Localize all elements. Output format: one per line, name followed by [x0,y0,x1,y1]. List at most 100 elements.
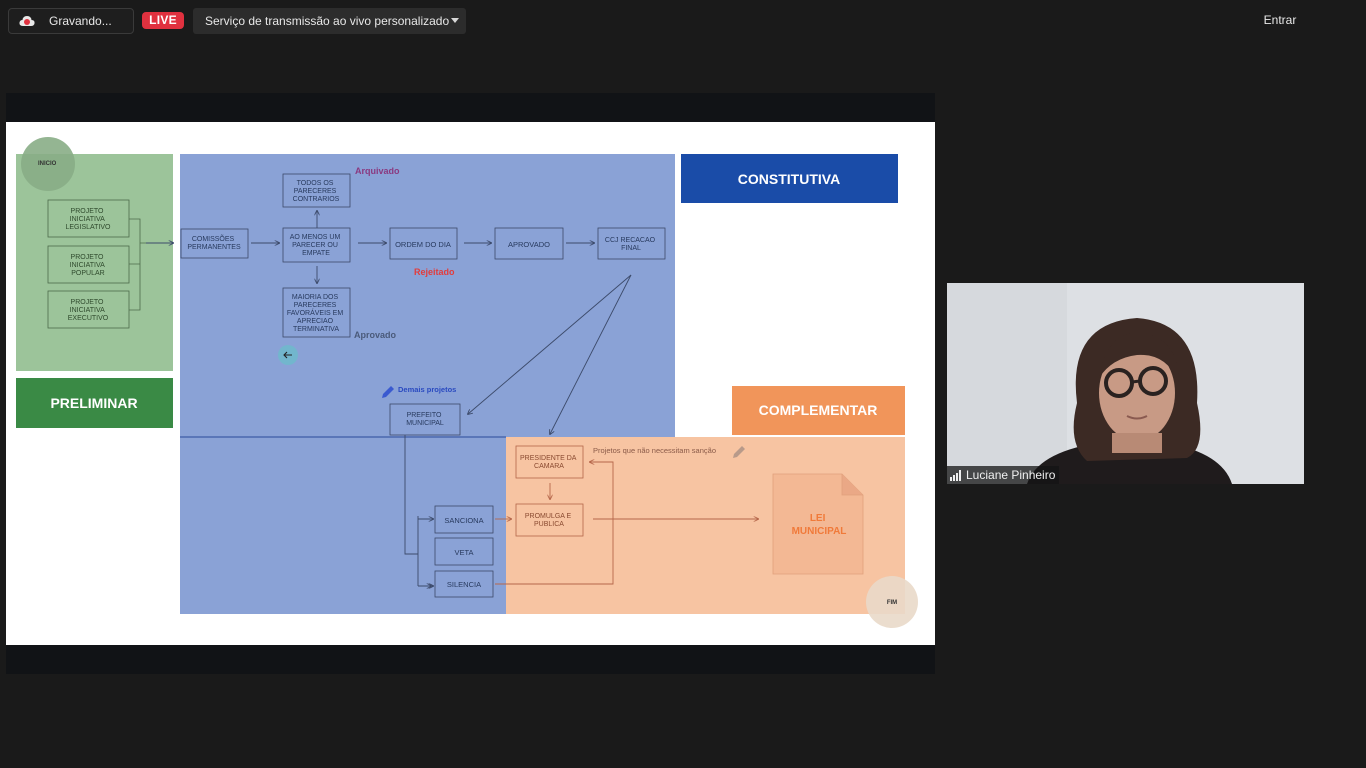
projeto-popular-l1: PROJETO [71,254,104,261]
complementar-title-box [732,386,905,435]
ao-menos-l3: EMPATE [302,250,330,257]
svg-text:AO MENOS UM PARECER OU: AO MENOS UM PARECER OU EMPATE [290,234,343,257]
silencia-label: SILENCIA [447,580,481,589]
svg-text:PROMULGA E PUBLICA: PROMULGA E PUBLICA [525,513,573,528]
comissoes-l1: COMISSÕES [192,234,235,243]
cursor-arrow-icon [283,351,292,359]
lei-municipal-l1: LEI [810,513,826,524]
constitutiva-title: CONSTITUTIVA [738,171,840,187]
promulga-box [515,503,584,537]
sanciona-box [434,505,494,534]
presidente-l2: CAMARA [534,463,564,470]
comissoes-l2: PERMANENTES [187,244,241,251]
pencil-icon [382,386,394,398]
recording-label: Gravando... [49,14,112,28]
fim-circle [866,576,918,628]
fim-label: FIM [887,600,897,606]
stream-service-label: Serviço de transmissão ao vivo personali… [205,14,450,28]
maioria-l3: FAVORÁVEIS EM [287,308,343,317]
preliminar-title: PRELIMINAR [50,395,137,411]
ccj-box [597,227,666,260]
participant-name: Luciane Pinheiro [966,468,1056,482]
ao-menos-l2: PARECER OU [292,242,338,249]
maioria-l4: APRECIAO [297,318,334,325]
maioria-l5: TERMINATIVA [293,326,339,333]
svg-text:PREFEITO MUNICIPAL: PREFEITO MUNICIPAL [406,412,444,427]
maioria-l2: PARECERES [294,302,337,309]
presidente-box [515,445,584,479]
enter-button[interactable]: Entrar [1263,13,1297,27]
preliminar-title-box [16,378,173,428]
svg-text:PRESIDENTE DA CAMARA: PRESIDENTE DA CAMARA [520,455,578,470]
projeto-legislativo-l1: PROJETO [71,208,104,215]
prefeito-l2: MUNICIPAL [406,420,444,427]
ordem-do-dia-label: ORDEM DO DIA [395,240,451,249]
projeto-executivo-l2: INICIATIVA [70,307,105,314]
projeto-popular-l2: INICIATIVA [70,262,105,269]
orange-arrows [495,462,758,585]
svg-text:TODOS OS PARECERES: TODOS OS PARECERES CONTRARIOS [293,180,340,203]
comissoes-box [180,228,249,259]
ccj-l2: FINAL [621,245,641,252]
signal-strength-icon [950,469,961,481]
svg-text:PROJETO INICIATIVA: PROJETO INICIATIVA EXECUTIVO [68,299,109,322]
promulga-l2: PUBLICA [534,521,564,528]
complementar-title: COMPLEMENTAR [759,402,878,418]
maioria-box [282,287,351,338]
constitutiva-title-box [681,154,898,203]
chevron-down-icon [451,18,459,23]
constitutiva-lower-panel [180,437,506,614]
demais-projetos-label: Demais projetos [398,385,456,394]
svg-text:COMISSÕES PERMANENTES: COMISSÕES PERMANENTES [187,234,241,251]
aprovado-box-label: APROVADO [508,240,550,249]
lei-municipal-l2: MUNICIPAL [792,526,847,537]
projeto-legislativo-l3: LEGISLATIVO [66,224,112,231]
projeto-legislativo-box [47,199,130,238]
ao-menos-l1: AO MENOS UM [290,234,341,241]
aprovado-box [494,227,564,260]
projeto-executivo-box [47,290,130,329]
presidente-l1: PRESIDENTE DA [520,455,577,462]
arquivado-label: Arquivado [355,166,400,176]
ordem-do-dia-box [389,227,458,260]
todos-pareceres-l1: TODOS OS [297,180,334,187]
inicio-circle [21,137,75,191]
stream-service-dropdown[interactable]: Serviço de transmissão ao vivo personali… [193,8,466,34]
sanciona-label: SANCIONA [444,516,483,525]
live-badge[interactable]: LIVE [142,12,184,29]
svg-text:CCJ RECACAO FINAL: CCJ RECACAO FINAL [605,237,657,252]
flowchart: INICIO PROJETO INICIATIVA LEGISLATIVO PR… [16,137,918,628]
promulga-l1: PROMULGA E [525,513,572,520]
blue-arrows [146,211,632,586]
prefeito-l1: PREFEITO [407,412,442,419]
projeto-executivo-l3: EXECUTIVO [68,315,109,322]
recording-indicator[interactable]: Gravando... [8,8,134,34]
todos-pareceres-l3: CONTRARIOS [293,196,340,203]
shared-slide: INICIO PROJETO INICIATIVA LEGISLATIVO PR… [6,122,935,645]
veta-label: VETA [454,548,473,557]
cloud-record-icon [19,16,35,26]
projeto-executivo-l1: PROJETO [71,299,104,306]
svg-text:PROJETO INICIATIVA: PROJETO INICIATIVA LEGISLATIVO [66,208,112,231]
maioria-l1: MAIORIA DOS [292,294,339,301]
constitutiva-panel [180,154,675,437]
meeting-toolbar: Gravando... LIVE Serviço de transmissão … [0,0,1366,42]
ccj-l1: CCJ RECACAO [605,237,656,244]
silencia-box [434,570,494,598]
participant-avatar [947,283,1304,484]
todos-pareceres-l2: PARECERES [294,188,337,195]
participant-video[interactable] [947,283,1304,484]
veta-box [434,537,494,566]
participant-name-tag: Luciane Pinheiro [947,466,1060,484]
aprovado-label: Aprovado [354,330,397,340]
document-icon [772,473,864,575]
projeto-legislativo-l2: INICIATIVA [70,216,105,223]
pencil-icon [733,446,745,458]
ao-menos-box [282,227,351,263]
projeto-popular-box [47,245,130,284]
svg-text:LEI MUNICIPAL: LEI MUNICIPAL [792,513,847,537]
prefeito-box [389,403,461,436]
projeto-popular-l3: POPULAR [71,270,104,277]
projetos-sem-sancao-label: Projetos que não necessitam sanção [593,446,716,455]
rejeitado-label: Rejeitado [414,267,455,277]
